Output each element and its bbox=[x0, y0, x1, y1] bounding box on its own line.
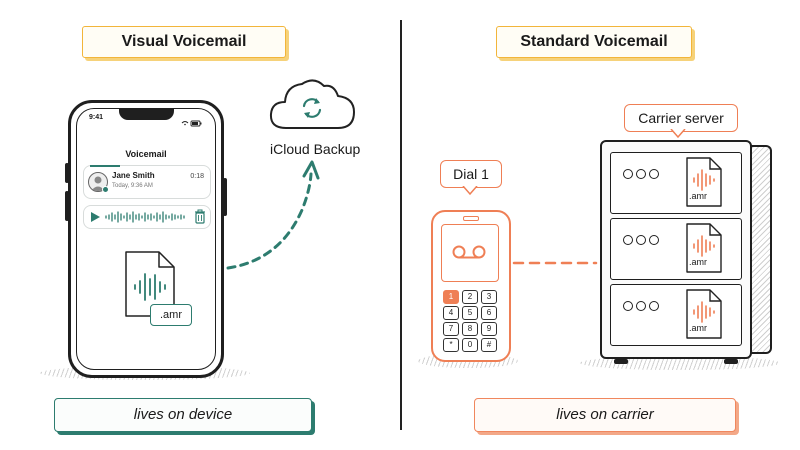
server-foot bbox=[724, 359, 738, 364]
trash-icon[interactable] bbox=[194, 209, 206, 224]
server-drawer: .amr bbox=[610, 152, 742, 214]
file-extension-label: .amr bbox=[150, 304, 192, 326]
visual-voicemail-title: Visual Voicemail bbox=[82, 26, 286, 58]
server-drawer: .amr bbox=[610, 284, 742, 346]
play-icon[interactable] bbox=[88, 210, 102, 224]
cloud-icon bbox=[269, 79, 355, 129]
wifi-battery-icon bbox=[181, 120, 202, 127]
message-duration: 0:18 bbox=[190, 173, 204, 180]
indicator-dot bbox=[649, 235, 659, 245]
indicator-dot bbox=[636, 235, 646, 245]
phone-screen: 9:41 Voicemail Jane Smith Today, 9:3 bbox=[76, 108, 216, 370]
carrier-server: .amr .amr .amr bbox=[600, 140, 752, 364]
keypad-key[interactable]: 0 bbox=[462, 338, 478, 352]
speaker-slot bbox=[463, 216, 479, 221]
audio-file-icon bbox=[686, 223, 722, 273]
audio-file-icon bbox=[686, 289, 722, 339]
indicator-dot bbox=[636, 169, 646, 179]
indicator-dot bbox=[649, 301, 659, 311]
server-drawer: .amr bbox=[610, 218, 742, 280]
message-time: Today, 9:36 AM bbox=[112, 183, 153, 189]
indicator-dot bbox=[623, 301, 633, 311]
smartphone: 9:41 Voicemail Jane Smith Today, 9:3 bbox=[65, 100, 227, 378]
status-time: 9:41 bbox=[89, 114, 104, 121]
keypad-key[interactable]: 7 bbox=[443, 322, 459, 336]
keypad-key[interactable]: 3 bbox=[481, 290, 497, 304]
audio-file-icon bbox=[686, 157, 722, 207]
server-side-panel bbox=[748, 145, 772, 354]
voicemail-app-title: Voicemail bbox=[125, 149, 167, 159]
keypad-key[interactable]: 5 bbox=[462, 306, 478, 320]
keypad-key[interactable]: 4 bbox=[443, 306, 459, 320]
waveform-icon bbox=[105, 211, 185, 223]
voicemail-icon bbox=[452, 245, 486, 259]
keypad-key[interactable]: 6 bbox=[481, 306, 497, 320]
dial-1-callout: Dial 1 bbox=[440, 160, 502, 188]
file-extension-label: .amr bbox=[689, 257, 707, 267]
callout-pointer bbox=[462, 186, 478, 196]
file-extension-label: .amr bbox=[689, 323, 707, 333]
caller-name: Jane Smith bbox=[112, 171, 155, 180]
carrier-link bbox=[512, 261, 598, 265]
carrier-server-callout: Carrier server bbox=[624, 104, 738, 132]
callout-pointer bbox=[670, 129, 686, 139]
audio-file-icon bbox=[125, 251, 175, 317]
lives-on-device-label: lives on device bbox=[54, 398, 312, 432]
indicator-dot bbox=[649, 169, 659, 179]
keypad-key[interactable]: 8 bbox=[462, 322, 478, 336]
indicator-dot bbox=[636, 301, 646, 311]
side-button bbox=[65, 191, 69, 221]
server-foot bbox=[614, 359, 628, 364]
voicemail-message-card[interactable]: Jane Smith Today, 9:36 AM 0:18 bbox=[83, 165, 211, 199]
section-divider bbox=[400, 20, 402, 430]
backup-arrow bbox=[226, 160, 320, 270]
side-button bbox=[65, 163, 69, 183]
file-extension-label: .amr bbox=[689, 191, 707, 201]
lives-on-carrier-label: lives on carrier bbox=[474, 398, 736, 432]
keypad-key[interactable]: 1 bbox=[443, 290, 459, 304]
voicemail-player bbox=[83, 205, 211, 229]
keypad-key[interactable]: 2 bbox=[462, 290, 478, 304]
keypad-key[interactable]: # bbox=[481, 338, 497, 352]
person-icon bbox=[91, 176, 105, 191]
icloud-backup-label: iCloud Backup bbox=[270, 141, 361, 157]
indicator-dot bbox=[623, 235, 633, 245]
keypad-key[interactable]: 9 bbox=[481, 322, 497, 336]
phone-notch bbox=[119, 109, 174, 120]
indicator-dot bbox=[623, 169, 633, 179]
keypad-key[interactable]: * bbox=[443, 338, 459, 352]
online-dot bbox=[102, 186, 109, 193]
status-icons bbox=[181, 114, 203, 132]
side-button bbox=[223, 178, 227, 216]
progress-bar bbox=[90, 165, 120, 167]
standard-voicemail-title: Standard Voicemail bbox=[496, 26, 692, 58]
basic-phone-screen bbox=[441, 224, 499, 282]
